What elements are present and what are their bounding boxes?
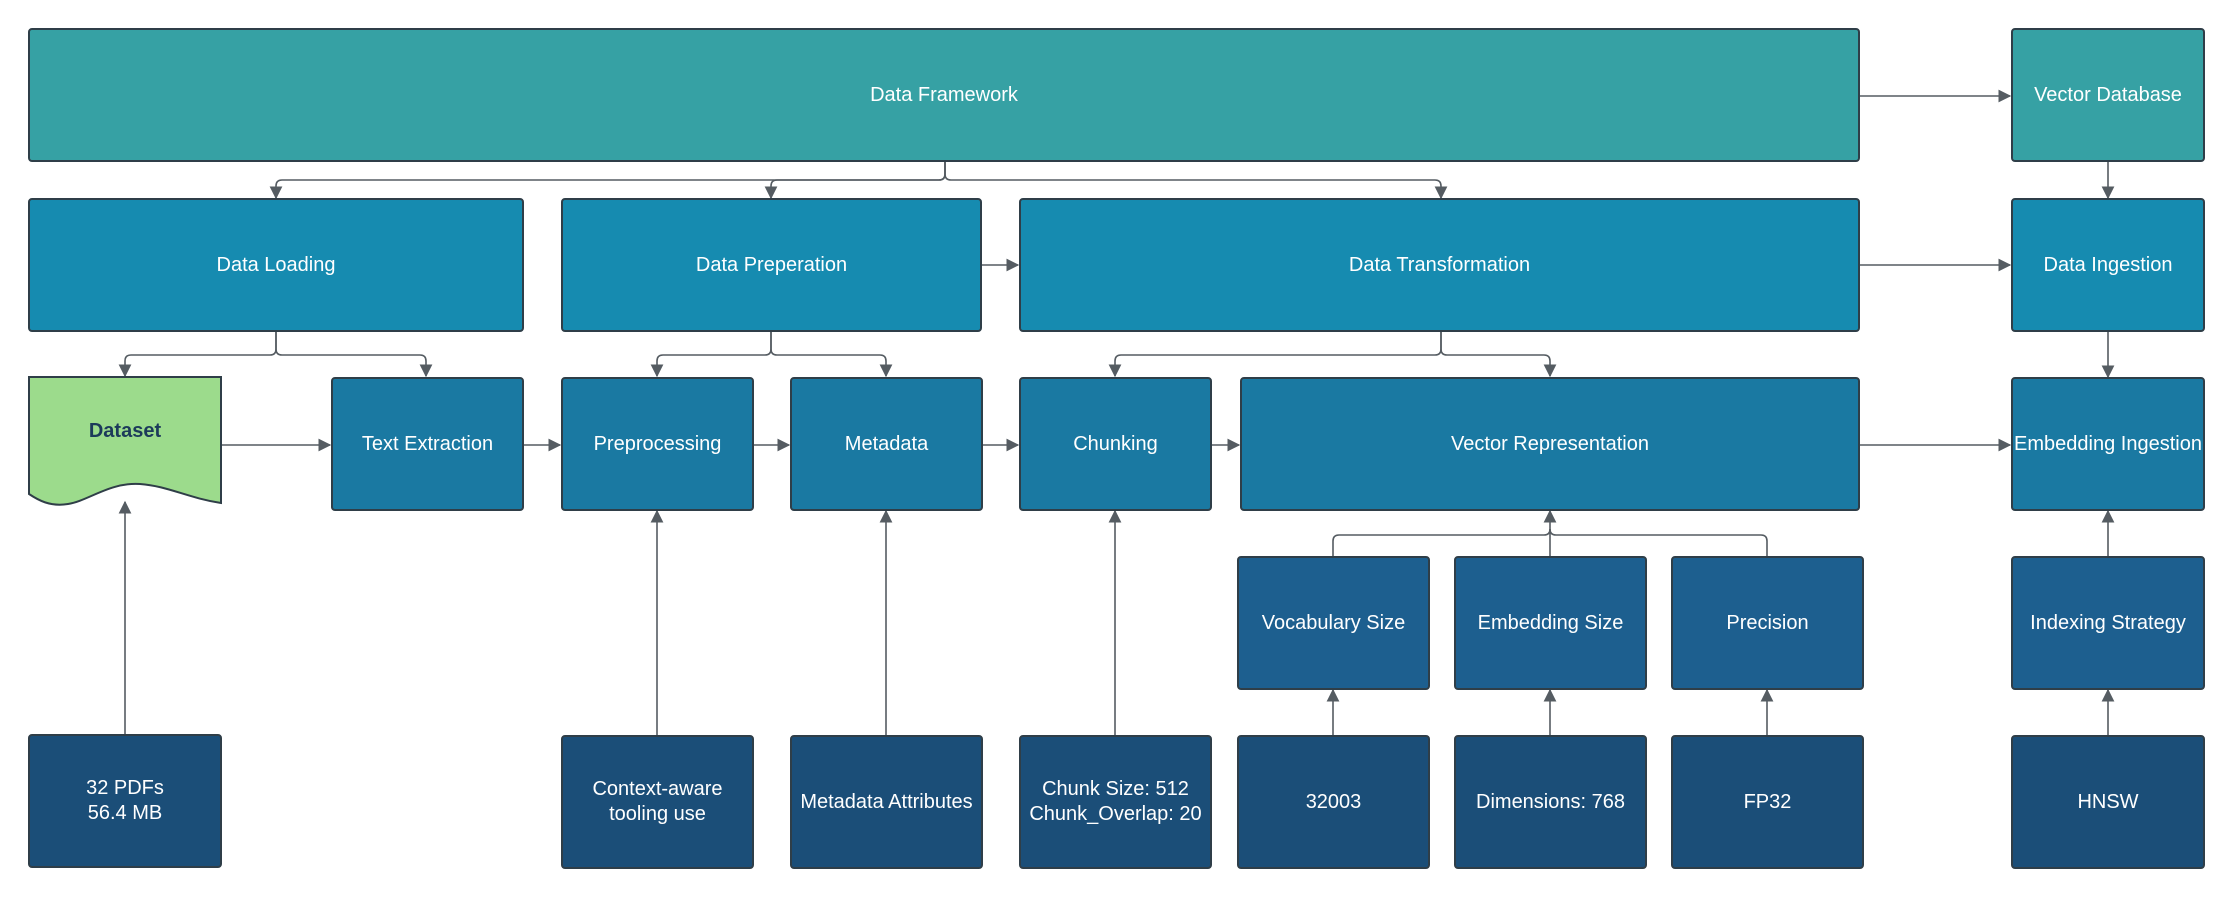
node-context-aware-label: Context-aware tooling use: [592, 778, 723, 825]
edge-framework-to-preperation: [764, 162, 946, 200]
node-preprocessing-label: Preprocessing: [593, 432, 722, 455]
node-data-loading-label: Data Loading: [216, 253, 336, 276]
node-vocab-value[interactable]: 32003: [1237, 735, 1430, 869]
node-chunk-params-label: Chunk Size: 512 Chunk_Overlap: 20: [1029, 778, 1202, 825]
node-data-preperation[interactable]: Data Preperation: [561, 198, 982, 332]
edge-framework-to-transformation: [944, 162, 1448, 200]
node-dataset[interactable]: Dataset: [28, 376, 222, 513]
node-data-preperation-label: Data Preperation: [695, 253, 848, 276]
edge-preperation-to-preprocessing: [650, 332, 772, 378]
node-precision-value-label: FP32: [1743, 790, 1792, 813]
dataset-document-shape: [28, 376, 222, 506]
node-metadata-attributes-label: Metadata Attributes: [800, 790, 973, 813]
node-vector-database-label: Vector Database: [2034, 83, 2182, 106]
node-hnsw-label: HNSW: [2077, 790, 2139, 813]
edge-preperation-to-metadata: [770, 332, 893, 378]
node-pdfs[interactable]: 32 PDFs 56.4 MB: [28, 734, 222, 868]
node-chunking[interactable]: Chunking: [1019, 377, 1212, 511]
node-indexing-strategy-label: Indexing Strategy: [2030, 611, 2186, 634]
node-embedding-size-label: Embedding Size: [1477, 611, 1624, 634]
node-vector-representation[interactable]: Vector Representation: [1240, 377, 1860, 511]
node-embedding-size[interactable]: Embedding Size: [1454, 556, 1647, 690]
node-data-framework[interactable]: Data Framework: [28, 28, 1860, 162]
node-embedding-ingestion-label: Embedding Ingestion: [2014, 432, 2202, 455]
node-metadata-attributes[interactable]: Metadata Attributes: [790, 735, 983, 869]
node-vocab-value-label: 32003: [1305, 790, 1362, 813]
node-indexing-strategy[interactable]: Indexing Strategy: [2011, 556, 2205, 690]
node-preprocessing[interactable]: Preprocessing: [561, 377, 754, 511]
node-embedding-ingestion[interactable]: Embedding Ingestion: [2011, 377, 2205, 511]
node-text-extraction[interactable]: Text Extraction: [331, 377, 524, 511]
edge-loading-to-dataset: [118, 332, 277, 378]
node-dimensions-label: Dimensions: 768: [1476, 790, 1625, 813]
node-precision-value[interactable]: FP32: [1671, 735, 1864, 869]
edge-precision-to-vector-representation: [1549, 528, 1768, 556]
node-data-framework-label: Data Framework: [870, 83, 1018, 106]
edge-transformation-to-chunking: [1108, 332, 1442, 378]
node-precision[interactable]: Precision: [1671, 556, 1864, 690]
node-dimensions[interactable]: Dimensions: 768: [1454, 735, 1647, 869]
node-data-loading[interactable]: Data Loading: [28, 198, 524, 332]
node-metadata-label: Metadata: [844, 432, 929, 455]
node-chunking-label: Chunking: [1073, 432, 1158, 455]
node-data-transformation[interactable]: Data Transformation: [1019, 198, 1860, 332]
node-text-extraction-label: Text Extraction: [361, 432, 494, 455]
node-precision-label: Precision: [1726, 611, 1809, 634]
node-vector-database[interactable]: Vector Database: [2011, 28, 2205, 162]
node-chunk-params[interactable]: Chunk Size: 512 Chunk_Overlap: 20: [1019, 735, 1212, 869]
edge-loading-to-text-extraction: [275, 332, 433, 378]
node-data-transformation-label: Data Transformation: [1348, 253, 1531, 276]
node-hnsw[interactable]: HNSW: [2011, 735, 2205, 869]
node-metadata[interactable]: Metadata: [790, 377, 983, 511]
node-vector-representation-label: Vector Representation: [1451, 432, 1649, 455]
node-vocabulary-size[interactable]: Vocabulary Size: [1237, 556, 1430, 690]
node-pdfs-label: 32 PDFs 56.4 MB: [86, 777, 164, 824]
node-data-ingestion-label: Data Ingestion: [2043, 253, 2173, 276]
edge-vocab-to-vector-representation: [1332, 528, 1551, 556]
node-vocabulary-size-label: Vocabulary Size: [1261, 611, 1406, 634]
node-dataset-label: Dataset: [88, 420, 162, 442]
edge-transformation-to-vector-representation: [1440, 332, 1557, 378]
node-context-aware[interactable]: Context-aware tooling use: [561, 735, 754, 869]
node-data-ingestion[interactable]: Data Ingestion: [2011, 198, 2205, 332]
